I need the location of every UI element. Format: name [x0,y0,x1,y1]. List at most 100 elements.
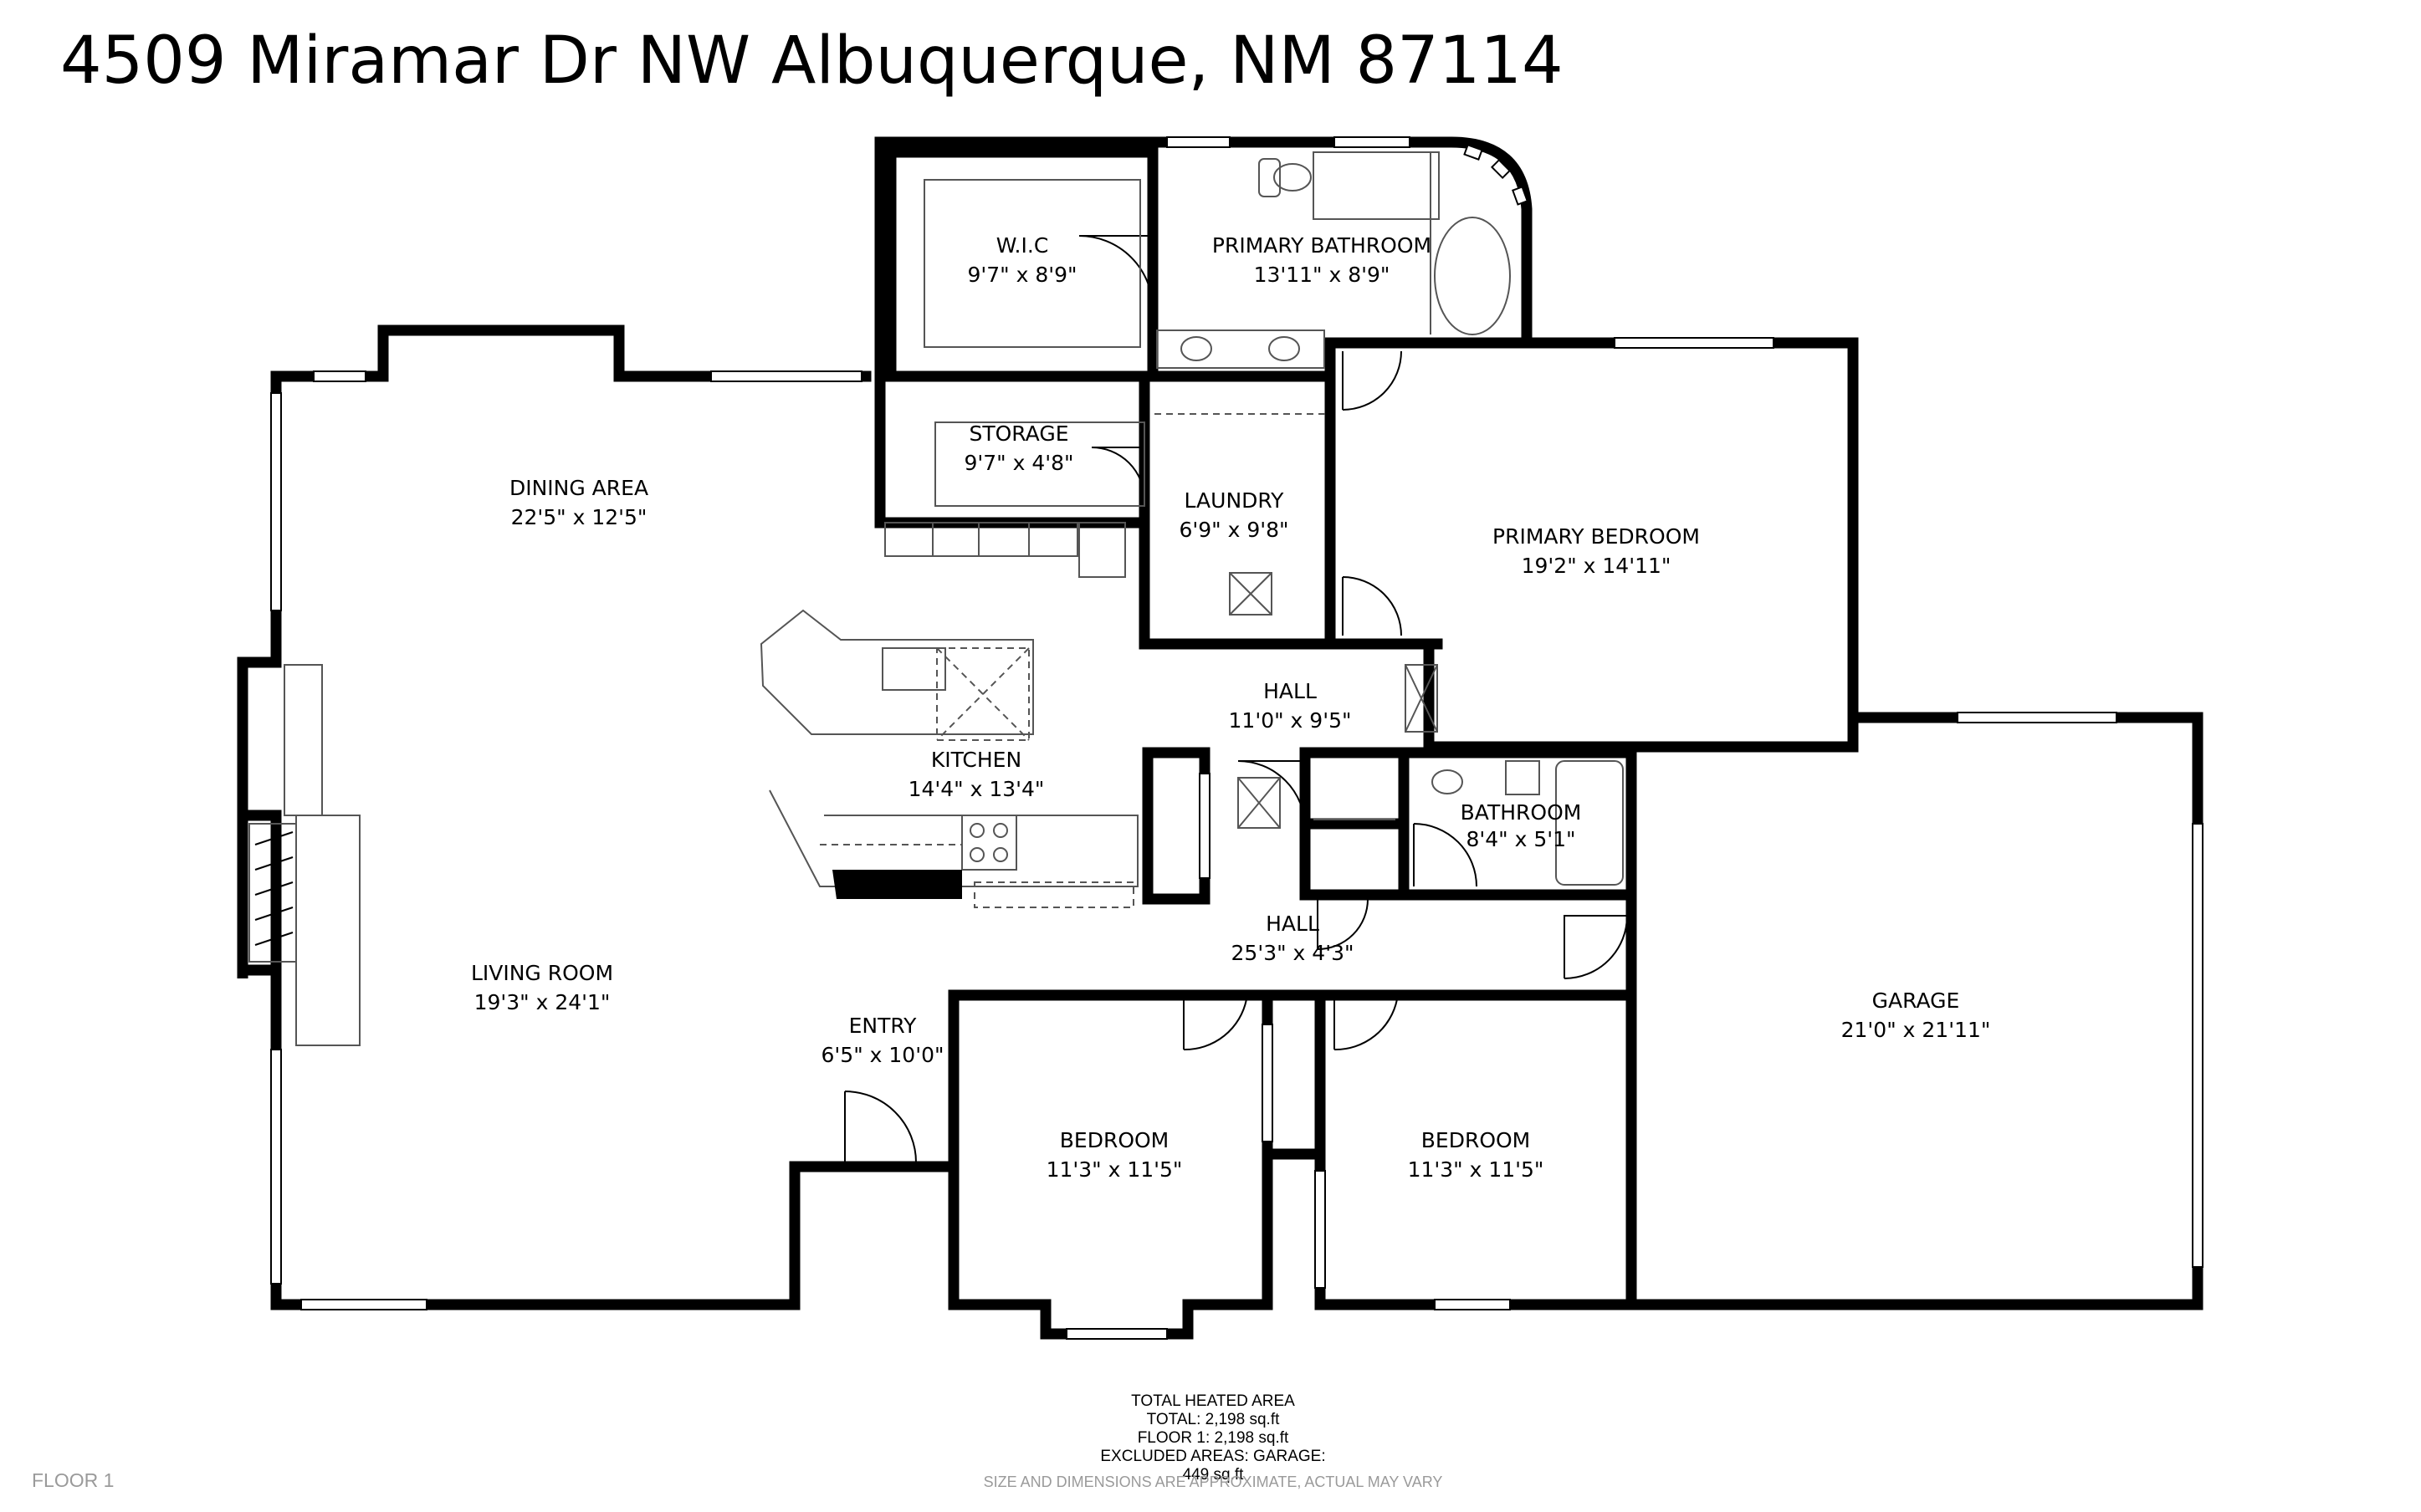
room-name: DINING AREA [509,476,648,500]
door-hall-closet [1237,760,1306,829]
closet-b [1299,818,1410,901]
room-dims: 9'7" x 4'8" [964,451,1073,475]
room-name: HALL [1263,679,1317,703]
stove-icon [961,815,1017,871]
shower-icon [1313,151,1440,220]
closet-fixture [1405,664,1438,733]
room-kitchen: KITCHEN 14'4" x 13'4" [909,748,1045,801]
door-storage [1091,447,1145,501]
window [1314,1170,1326,1289]
room-name: GARAGE [1872,988,1960,1013]
window [1066,1328,1168,1340]
room-dims: 22'5" x 12'5" [511,505,647,529]
room-laundry: LAUNDRY 6'9" x 9'8" [1179,488,1288,542]
door-laundry [1342,576,1402,636]
summary-total: TOTAL: 2,198 sq.ft [1146,1411,1280,1428]
door-primary-bedroom [1342,350,1402,411]
room-labels: W.I.C 9'7" x 8'9" PRIMARY BATHROOM 13'11… [471,233,1990,1182]
west-exterior-wall [237,324,872,978]
upper-cabinets [884,522,1078,557]
room-dims: 13'11" x 8'9" [1254,263,1390,287]
kitchen-island [760,609,1034,735]
walls [237,136,2203,1340]
window [313,370,366,382]
room-bedroom-2: BEDROOM 11'3" x 11'5" [1408,1128,1544,1182]
room-garage: GARAGE 21'0" x 21'11" [1841,988,1991,1042]
room-dining-area: DINING AREA 22'5" x 12'5" [509,476,648,529]
room-name: BATHROOM [1461,800,1582,825]
sink-icon [1268,336,1300,361]
area-summary: TOTAL HEATED AREA TOTAL: 2,198 sq.ft FLO… [1088,1392,1338,1484]
bay-window [1463,144,1528,206]
room-dims: 14'4" x 13'4" [909,777,1045,801]
disclaimer: SIZE AND DIMENSIONS ARE APPROXIMATE, ACT… [983,1474,1443,1490]
pantry-shelf [974,881,1134,908]
room-primary-bedroom: PRIMARY BEDROOM 19'2" x 14'11" [1492,524,1700,578]
fireplace-hearth [284,664,323,816]
fireplace-surround [295,815,361,1046]
summary-heading: TOTAL HEATED AREA [1131,1392,1295,1410]
room-name: PRIMARY BATHROOM [1212,233,1431,258]
washer-icon [1229,572,1272,616]
sink-icon [1431,769,1463,794]
windows [270,136,2203,1340]
storage-wall [874,370,1145,529]
room-entry: ENTRY 6'5" x 10'0" [822,1014,944,1067]
room-name: ENTRY [849,1014,918,1038]
pantry-box [1142,747,1210,905]
fixtures [248,151,1624,1046]
room-living-room: LIVING ROOM 19'3" x 24'1" [471,961,613,1014]
window [1957,712,2117,723]
window [1262,1024,1273,1142]
doors [844,235,1628,1163]
floor-tag: FLOOR 1 [32,1469,115,1491]
bath-block [1299,747,1637,901]
tub-icon [1434,217,1511,335]
room-dims: 11'3" x 11'5" [1047,1157,1183,1182]
room-dims: 25'3" x 4'3" [1231,941,1354,965]
window [1434,1299,1511,1310]
dishwasher-icon [936,647,1030,741]
room-name: STORAGE [969,421,1068,446]
window [1166,136,1231,148]
window [1333,136,1410,148]
room-name: PRIMARY BEDROOM [1492,524,1700,549]
room-hall-1: HALL 11'0" x 9'5" [1229,679,1352,733]
fireplace-hatch [254,831,294,946]
storage-shelf [934,421,1145,507]
counter-wedge [832,870,962,899]
door-entry [844,1091,917,1163]
door-bedroom-1 [1183,999,1247,1051]
door-wic [1078,235,1154,310]
summary-excluded: EXCLUDED AREAS: GARAGE: 449 sq.ft [1100,1448,1326,1484]
toilet-icon [1258,158,1281,197]
door-garage [1564,915,1628,979]
room-name: W.I.C [996,233,1049,258]
window [1199,773,1210,879]
room-dims: 11'3" x 11'5" [1408,1157,1544,1182]
door-hall [1317,898,1369,950]
room-bedroom-1: BEDROOM 11'3" x 11'5" [1047,1128,1183,1182]
room-dims: 9'7" x 8'9" [967,263,1077,287]
sink-icon [1180,336,1212,361]
vanity [1156,329,1325,369]
window [1614,337,1774,349]
room-primary-bathroom: PRIMARY BATHROOM 13'11" x 8'9" [1212,233,1431,287]
closet-a [1299,747,1410,830]
room-name: KITCHEN [931,748,1021,772]
tub-icon [1555,760,1624,886]
window [270,1049,282,1285]
door-bedroom-2 [1333,999,1398,1051]
toilet-icon [1505,760,1540,795]
summary-floor: FLOOR 1: 2,198 sq.ft [1137,1429,1289,1447]
page-title: 4509 Miramar Dr NW Albuquerque, NM 87114 [60,23,1564,99]
room-name: BEDROOM [1421,1128,1531,1152]
wic-inner-wall [885,146,1159,382]
window [300,1299,427,1310]
room-dims: 6'5" x 10'0" [822,1043,944,1067]
wic-shelving [924,179,1141,348]
room-dims: 19'2" x 14'11" [1522,554,1671,578]
room-dims: 11'0" x 9'5" [1229,708,1352,733]
room-dims: 6'9" x 9'8" [1179,518,1288,542]
hall-cross-box [1237,777,1281,829]
